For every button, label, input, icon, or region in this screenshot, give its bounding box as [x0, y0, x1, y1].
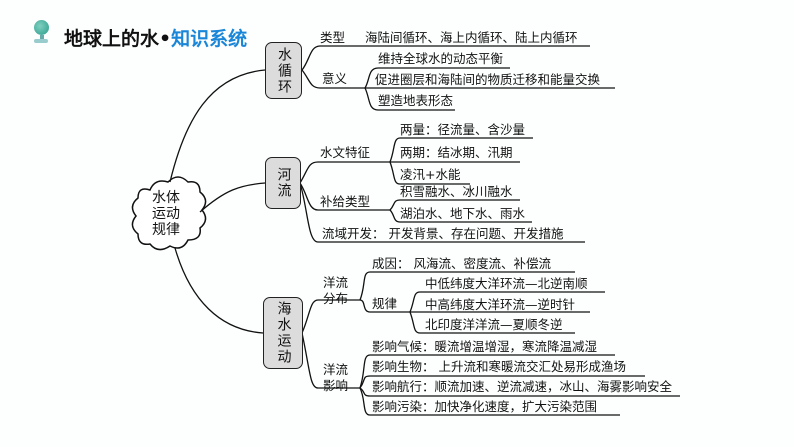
root-line: 运动 — [152, 206, 180, 222]
node-river: 河流 — [265, 157, 301, 209]
root-node: 水体 运动 规律 — [135, 190, 197, 238]
law-item: 中低纬度大洋环流—北逆南顺 — [425, 276, 588, 291]
title-accent: 知识系统 — [171, 28, 248, 50]
impact-item: 影响污染：加快净化速度，扩大污染范围 — [372, 399, 598, 414]
label-law: 规律 — [372, 296, 398, 311]
label-hydro: 水文特征 — [320, 145, 371, 160]
label-meaning: 意义 — [322, 71, 348, 86]
supply-item: 积雪融水、冰川融水 — [400, 184, 513, 199]
globe-icon — [34, 20, 52, 46]
supply-item: 湖泊水、地下水、雨水 — [400, 206, 526, 221]
node-sea-movement: 海水运动 — [263, 297, 303, 369]
label-type: 类型 — [320, 30, 346, 45]
root-line: 规律 — [152, 222, 180, 238]
type-value: 海陆间循环、海上内循环、陆上内循环 — [365, 30, 578, 45]
label-impact: 洋流影响 — [323, 362, 349, 393]
node-water-cycle: 水循环 — [265, 42, 302, 99]
label-distribution: 洋流分布 — [323, 275, 349, 306]
hydro-item: 凌汛+水能 — [400, 167, 461, 182]
meaning-item: 塑造地表形态 — [378, 93, 454, 108]
label-supply: 补给类型 — [320, 194, 371, 209]
root-cloud — [131, 176, 207, 251]
meaning-item: 维持全球水的动态平衡 — [378, 51, 504, 66]
law-item: 中高纬度大洋环流—逆时针 — [425, 297, 576, 312]
page-title: 地球上的水•知识系统 — [64, 24, 247, 51]
impact-item: 影响气候：暖流增温增湿，寒流降温减湿 — [372, 339, 598, 354]
impact-item: 影响生物： 上升流和寒暖流交汇处易形成渔场 — [372, 359, 626, 374]
law-item: 北印度洋洋流—夏顺冬逆 — [425, 317, 563, 332]
root-line: 水体 — [152, 190, 180, 206]
current-cause: 成因： 风海流、密度流、补偿流 — [372, 256, 551, 271]
hydro-item: 两期：结冰期、汛期 — [400, 145, 513, 160]
meaning-item: 促进圈层和海陆间的物质迁移和能量交换 — [375, 72, 601, 87]
impact-item: 影响航行：顺流加速、逆流减速，冰山、海雾影响安全 — [372, 379, 673, 394]
basin-development: 流域开发： 开发背景、存在问题、开发措施 — [322, 226, 564, 241]
hydro-item: 两量：径流量、含沙量 — [400, 122, 526, 137]
title-main: 地球上的水• — [64, 28, 172, 50]
